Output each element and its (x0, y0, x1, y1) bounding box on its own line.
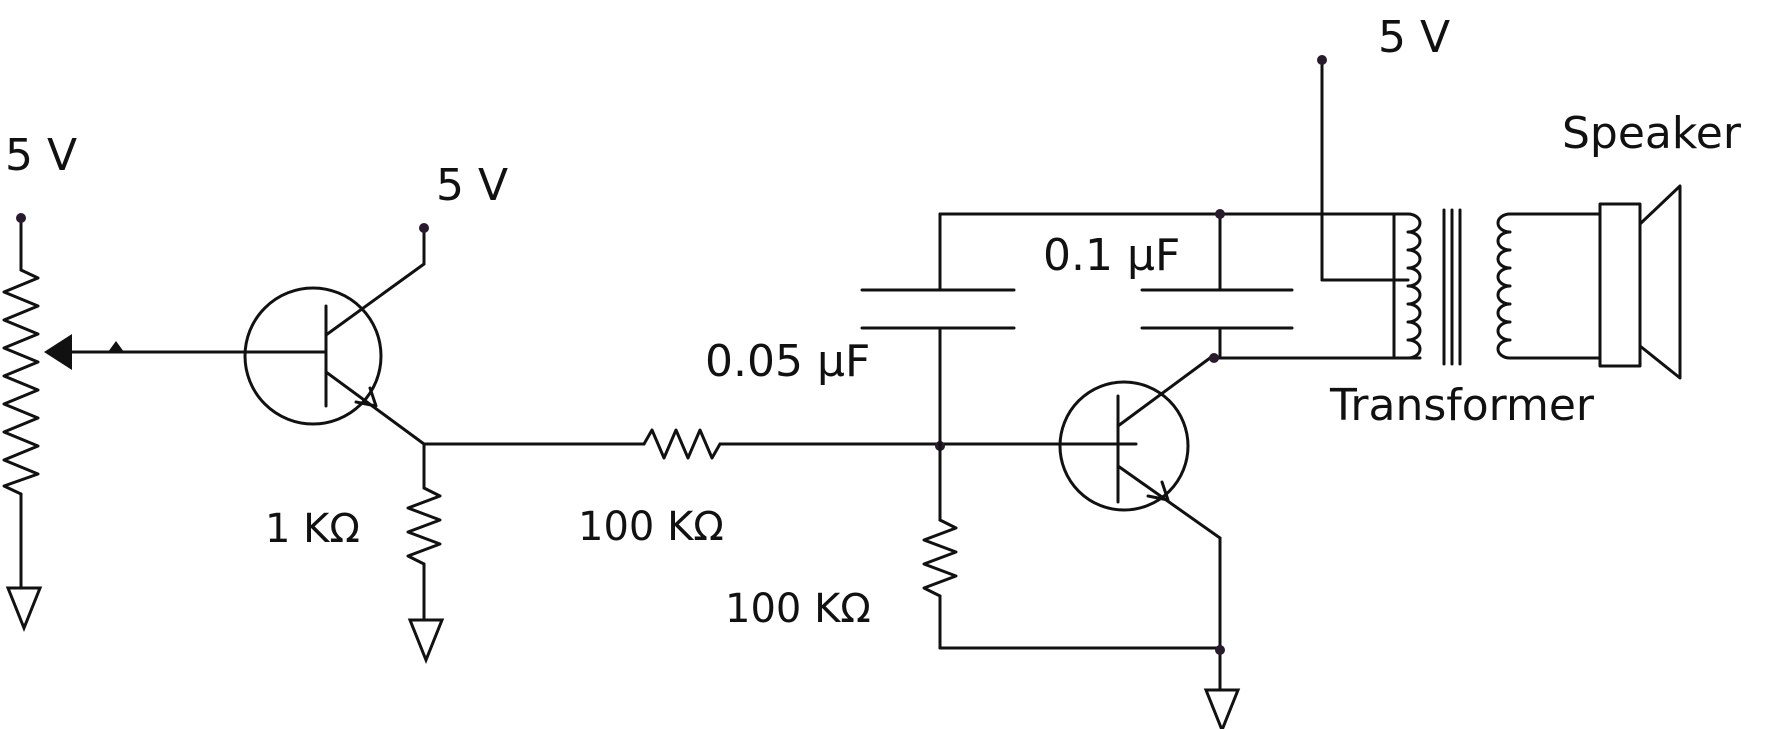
junction-node-top (1215, 209, 1225, 219)
resistor-100k-series-label: 100 KΩ (578, 504, 724, 550)
capacitor-0-1uf (1140, 212, 1294, 360)
wiper-arrow (44, 334, 248, 370)
supply-label-q1: 5 V (436, 160, 508, 211)
transistor-q1 (243, 226, 426, 446)
potentiometer (2, 216, 40, 590)
capacitor-0-1uf-label: 0.1 μF (1043, 230, 1180, 281)
supply-label-xfmr: 5 V (1378, 12, 1450, 63)
junction-node-collector (1209, 353, 1219, 363)
resistor-100k-series (422, 428, 1138, 460)
resistor-1k-label: 1 KΩ (265, 506, 360, 552)
transistor-q2 (1058, 356, 1422, 692)
supply-terminal-q1 (419, 223, 429, 233)
junction-node-emitter (1215, 645, 1225, 655)
supply-label-pot: 5 V (5, 130, 77, 181)
transformer (1392, 208, 1602, 366)
capacitor-0-05uf (860, 212, 1410, 448)
supply-terminal-pot (16, 213, 26, 223)
ground-symbol-pot (5, 586, 43, 633)
ground-symbol-q2 (1203, 688, 1241, 729)
supply-terminal-xfmr (1317, 55, 1327, 65)
speaker-icon (1598, 184, 1682, 380)
resistor-1k (406, 442, 442, 622)
capacitor-0-05uf-label: 0.05 μF (705, 336, 870, 387)
ground-symbol-q1 (407, 618, 445, 665)
resistor-100k-base (922, 444, 1222, 650)
speaker-label: Speaker (1562, 108, 1742, 159)
resistor-100k-base-label: 100 KΩ (725, 586, 871, 632)
transformer-label: Transformer (1329, 380, 1595, 431)
